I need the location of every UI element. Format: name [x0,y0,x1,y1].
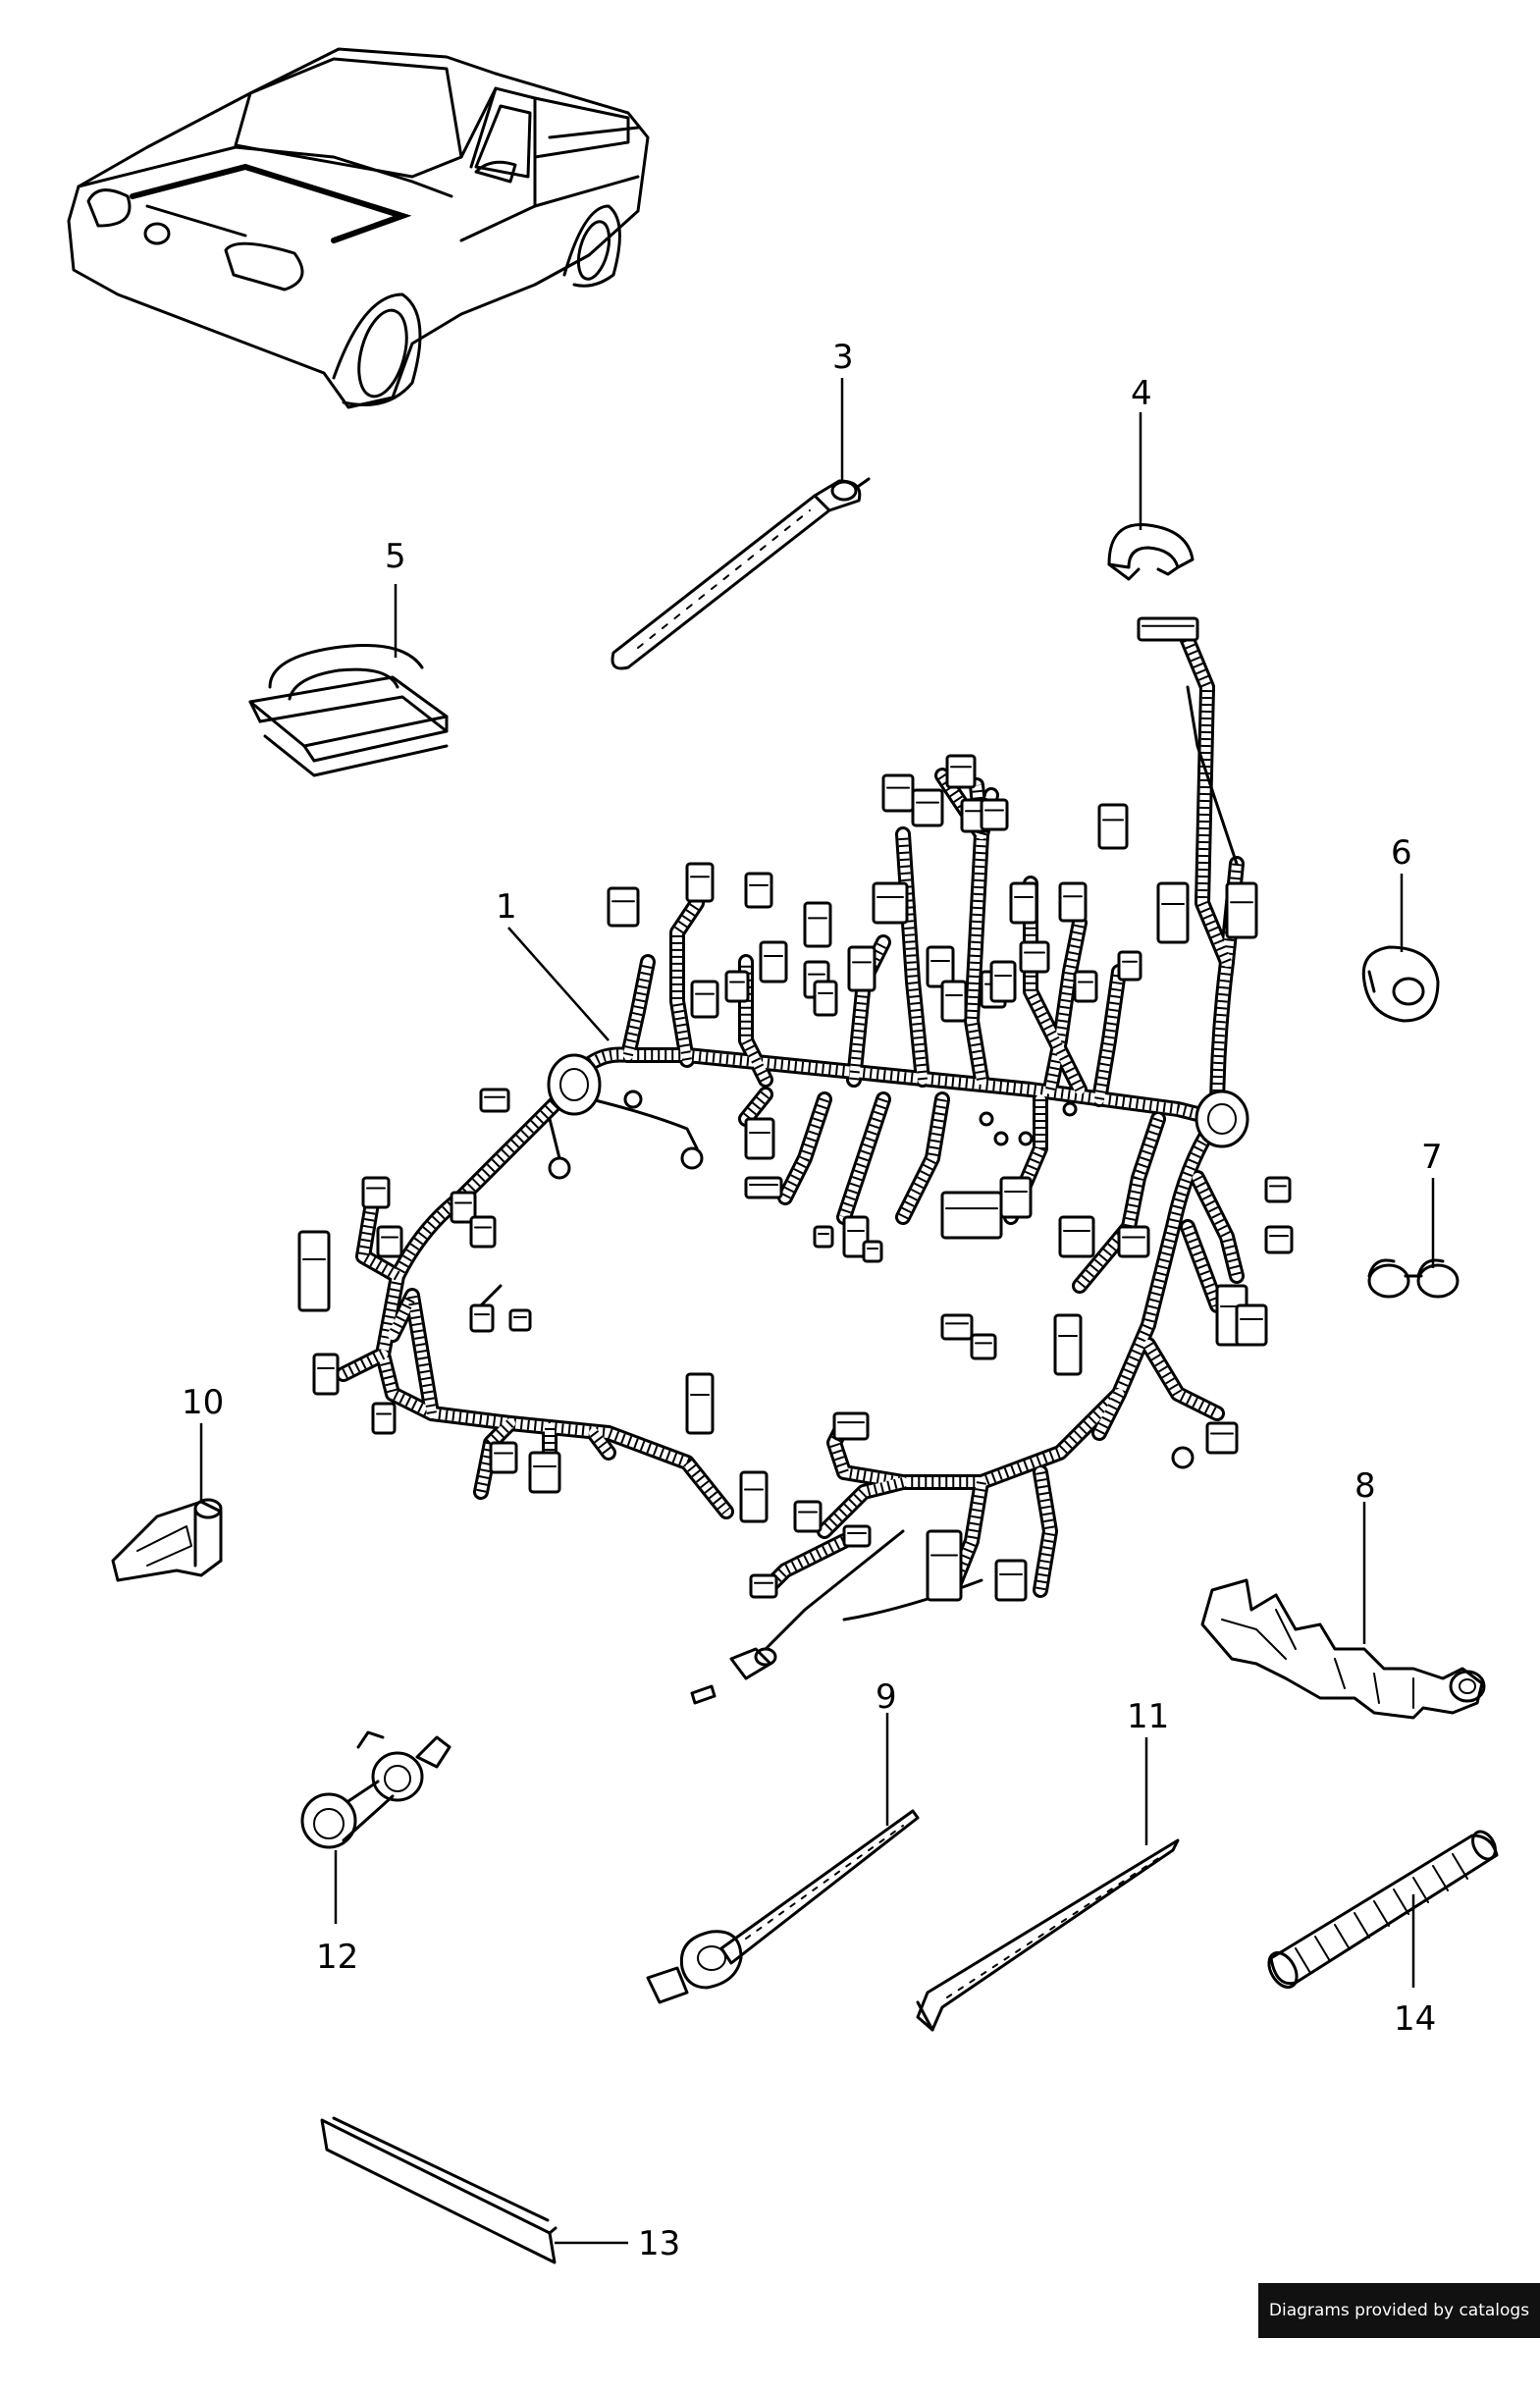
harness-connector [999,1176,1033,1219]
harness-connector [508,1308,532,1332]
harness-connector [1225,881,1258,939]
harness-connector [1235,1303,1268,1347]
callout-14: 14 [1394,1999,1436,2039]
harness-connector [724,970,750,1003]
parts-diagram: 1 3 4 5 6 7 8 9 10 11 12 13 14 [67,47,1499,2264]
harness-connector [1156,881,1190,944]
tube-part-14 [1267,1830,1499,1990]
harness-connector [1073,970,1098,1003]
harness-connector [376,1225,403,1258]
harness-connector [989,960,1017,1003]
harness-connector [803,901,832,948]
harness-connector [813,980,838,1017]
harness-connector [872,881,909,925]
harness-connector [980,798,1009,831]
holder-part-10 [111,1498,223,1582]
callout-numbers: 1 3 4 5 6 7 8 9 10 11 12 13 14 [182,338,1443,2263]
harness-connector [970,1333,997,1360]
callout-10: 10 [182,1383,224,1422]
harness-connector [759,940,788,984]
harness-connector [940,1313,974,1341]
harness-connector [994,1559,1028,1602]
cable-tie-part-11 [916,1838,1180,2032]
wiring-harness-part-1 [297,616,1294,1705]
harness-connector [881,773,915,813]
harness-connector [842,1524,872,1548]
harness-connector [842,1215,870,1258]
harness-connector [1117,1225,1150,1258]
harness-connector [744,1117,775,1160]
harness-connector [1205,1421,1239,1455]
harness-connector [371,1402,397,1435]
harness-connector [945,754,977,789]
harness-connector [607,886,640,928]
harness-connector [1264,1225,1294,1254]
harness-connector [744,1176,783,1199]
clip-part-7 [1367,1258,1460,1299]
harness-connector [832,1411,870,1441]
harness-connector [1058,1215,1095,1258]
callout-5: 5 [385,537,406,576]
harness-connector [1117,950,1142,982]
harness-connector [926,1529,963,1602]
harness-connector [793,1500,823,1533]
clip-part-12 [300,1730,451,1849]
harness-connector [528,1451,561,1494]
harness-connector [739,1470,769,1523]
harness-connector [813,1225,834,1249]
harness-connector [361,1176,391,1209]
callout-13: 13 [638,2224,680,2263]
harness-connector [926,945,955,988]
cable-tie-part-3 [611,477,871,670]
callout-11: 11 [1127,1697,1169,1736]
cable-tie-part-9 [646,1809,920,2004]
harness-connector [1053,1313,1083,1376]
callout-3: 3 [832,338,854,377]
strip-part-13 [320,2116,558,2264]
harness-connector [749,1573,778,1599]
harness-connector [911,788,944,827]
harness-connector [940,980,968,1023]
clip-part-4 [1107,523,1195,581]
clip-part-6 [1361,945,1440,1023]
harness-connector [690,980,719,1019]
callout-12: 12 [316,1938,358,1977]
callout-4: 4 [1131,374,1152,413]
vehicle-illustration [67,47,650,409]
harness-connector [1009,881,1038,925]
harness-connector [685,1372,715,1435]
harness-connector [685,862,715,903]
harness-connector [1264,1176,1292,1203]
harness-connector [1019,940,1050,974]
harness-connector [1097,803,1129,850]
harness-connector [1137,616,1199,642]
harness-connector [1058,881,1088,923]
callout-1: 1 [496,887,517,927]
callout-6: 6 [1391,833,1412,873]
harness-connector [469,1303,495,1333]
harness-connector [297,1230,331,1312]
credit-banner: Diagrams provided by catalogs parts [1258,2283,1540,2375]
callout-8: 8 [1354,1466,1376,1506]
harness-connector [450,1191,477,1224]
holder-part-5 [248,644,449,777]
harness-connector [469,1215,497,1249]
harness-connector [312,1353,340,1396]
callout-9: 9 [876,1677,897,1717]
holder-part-8 [1200,1578,1486,1720]
harness-connector [479,1088,510,1113]
harness-connector [940,1191,1003,1240]
harness-connector [744,872,773,909]
harness-connector [489,1441,518,1474]
leader-lines [199,378,1435,2245]
callout-7: 7 [1421,1138,1443,1177]
harness-connector [862,1240,883,1263]
harness-connector [847,945,876,992]
